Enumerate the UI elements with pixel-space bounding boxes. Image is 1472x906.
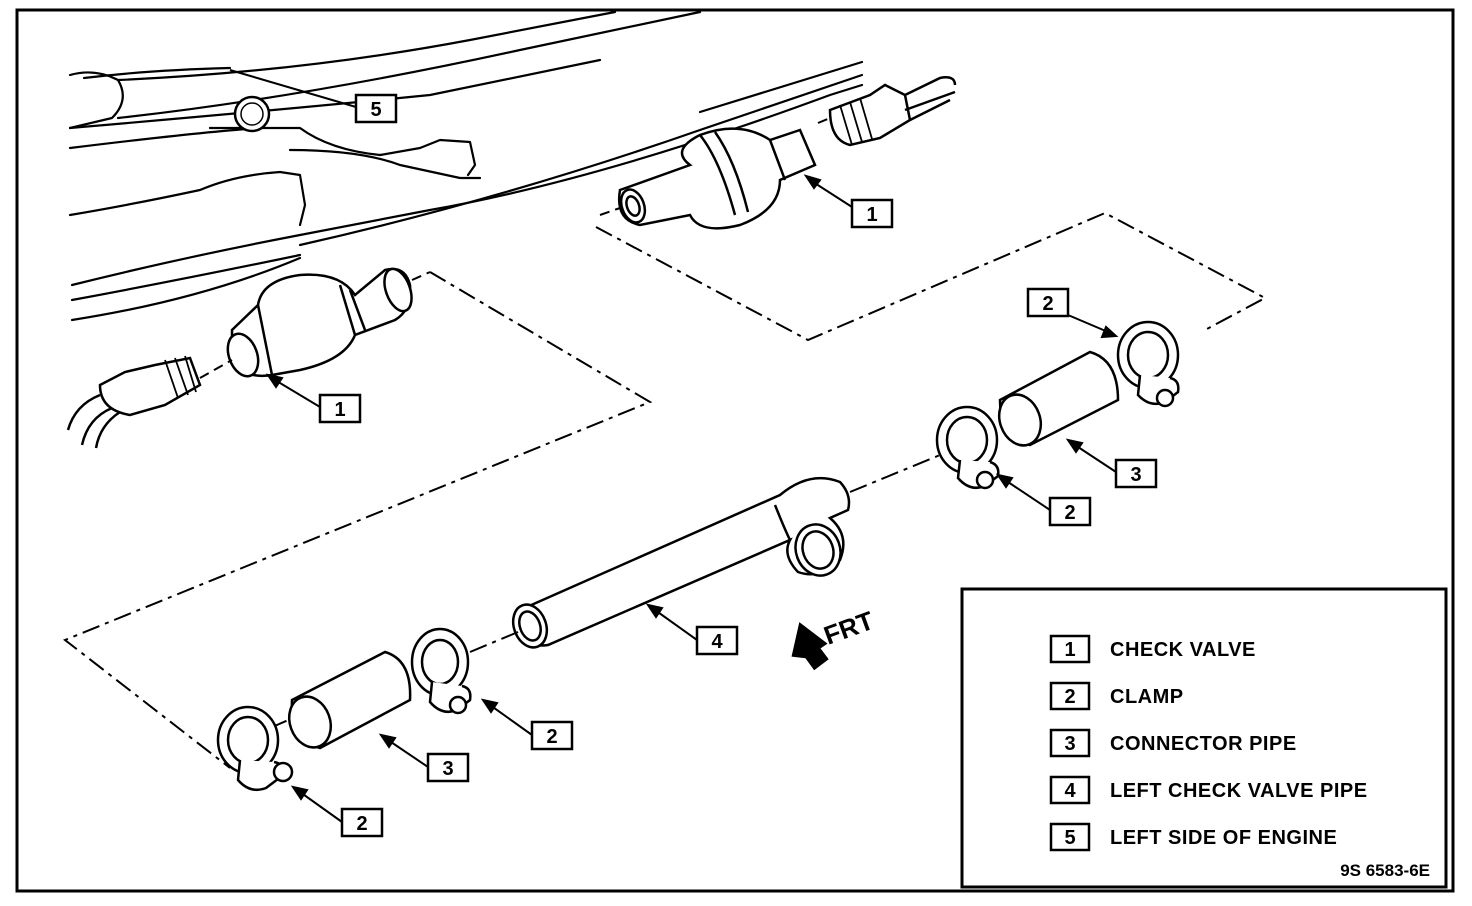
callout-number: 1 <box>334 399 345 421</box>
left-check-valve-pipe <box>511 476 851 649</box>
engine-port <box>233 95 271 133</box>
clamp-lower-left <box>216 705 294 791</box>
hose-fitting-left <box>66 355 202 449</box>
callout-3-right-connector: 3 <box>1114 458 1158 489</box>
alignment-line-pipe-right <box>849 454 941 493</box>
engine-block-drawing <box>68 10 864 322</box>
callout-number: 2 <box>356 813 367 835</box>
connector-pipe-left <box>287 650 412 750</box>
front-arrow-icon <box>791 622 829 671</box>
legend-label: CONNECTOR PIPE <box>1110 733 1297 755</box>
callout-number: 3 <box>1130 464 1141 486</box>
callout-number: 3 <box>442 758 453 780</box>
legend-number: 4 <box>1064 780 1076 802</box>
check-valve-left <box>226 267 413 378</box>
callout-2-mid-left-clamp: 2 <box>530 720 574 751</box>
outer-frame <box>15 8 1455 893</box>
legend-frame <box>960 587 1448 889</box>
front-label: FRT <box>820 605 878 651</box>
alignment-line-right-valve <box>599 117 831 216</box>
legend-label: LEFT CHECK VALVE PIPE <box>1110 780 1368 802</box>
clamp-mid-right <box>935 405 1000 490</box>
callout-5-engine: 5 <box>354 93 398 124</box>
callout-2-lower-left-clamp: 2 <box>340 807 384 838</box>
legend-item: 2 CLAMP <box>1049 681 1184 711</box>
legend-number: 5 <box>1064 827 1075 849</box>
leader-lines <box>229 69 1119 823</box>
callout-number: 2 <box>546 726 557 748</box>
legend: 1 CHECK VALVE 2 CLAMP 3 CONNECTOR PIPE 4… <box>960 587 1448 889</box>
legend-item: 1 CHECK VALVE <box>1049 634 1256 664</box>
callout-2-mid-right-clamp: 2 <box>1048 496 1092 527</box>
alignment-line-right-loop <box>595 211 1268 342</box>
callout-4-pipe: 4 <box>695 625 739 656</box>
alignment-line-pipe-left <box>469 631 519 653</box>
callout-number: 2 <box>1064 502 1075 524</box>
figure-reference-code: 9S 6583-6E <box>1340 861 1430 880</box>
alignment-line-left-loop <box>63 271 653 769</box>
legend-number: 2 <box>1064 686 1075 708</box>
legend-item: 5 LEFT SIDE OF ENGINE <box>1049 822 1337 852</box>
hose-fitting-right <box>828 76 957 147</box>
callout-number: 1 <box>866 204 877 226</box>
check-valve-right <box>617 127 817 230</box>
callout-1-left-valve: 1 <box>318 393 362 424</box>
legend-item: 4 LEFT CHECK VALVE PIPE <box>1049 775 1368 805</box>
clamp-upper-right <box>1116 320 1180 408</box>
legend-number: 1 <box>1064 639 1075 661</box>
callout-number: 5 <box>370 99 381 121</box>
callout-1-right-valve: 1 <box>850 198 894 229</box>
front-direction-indicator: FRT <box>791 605 878 671</box>
legend-number: 3 <box>1064 733 1075 755</box>
callout-3-left-connector: 3 <box>426 752 470 783</box>
legend-label: CLAMP <box>1110 686 1184 708</box>
legend-item: 3 CONNECTOR PIPE <box>1049 728 1297 758</box>
legend-label: CHECK VALVE <box>1110 639 1256 661</box>
callout-2-upper-right-clamp: 2 <box>1026 287 1070 318</box>
alignment-line-left-valve <box>199 271 431 379</box>
callout-number: 2 <box>1042 293 1053 315</box>
legend-label: LEFT SIDE OF ENGINE <box>1110 827 1337 849</box>
callout-number: 4 <box>711 631 723 653</box>
connector-pipe-right <box>997 350 1120 447</box>
clamp-mid-left <box>410 627 472 715</box>
